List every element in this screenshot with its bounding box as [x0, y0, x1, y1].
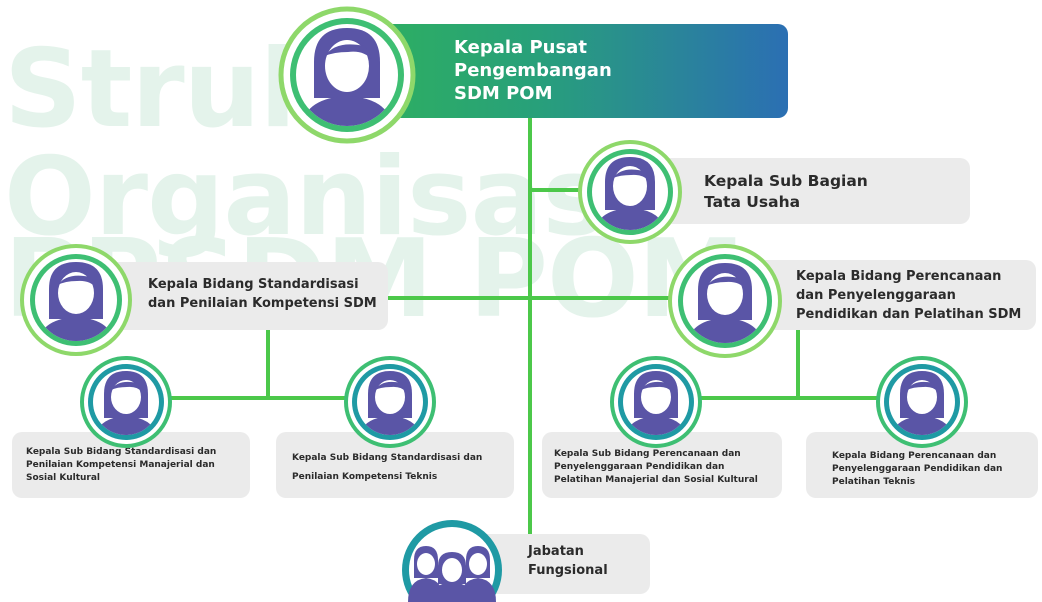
node-subbid-1-line-3: Sosial Kultural: [26, 473, 101, 483]
node-bidang-std-line-1: Kepala Bidang Standardisasi: [148, 277, 359, 292]
node-bidang-std-line-2: dan Penilaian Kompetensi SDM: [148, 296, 377, 311]
node-bidang-ren-line-2: dan Penyelenggaraan: [796, 288, 956, 303]
group-icon: [400, 518, 504, 602]
node-subbid-2-line-1: Kepala Sub Bidang Standardisasi dan: [292, 453, 483, 463]
node-subbid-3-line-3: Pelatihan Manajerial dan Sosial Kultural: [554, 475, 758, 485]
node-fungsional-line-1: Jabatan: [528, 544, 584, 559]
node-subbag-line-1: Kepala Sub Bagian: [704, 172, 868, 190]
node-subbid-1-line-2: Penilaian Kompetensi Manajerial dan: [26, 460, 215, 470]
node-subbag: Kepala Sub Bagian Tata Usaha: [632, 158, 970, 224]
person-icon: [344, 356, 436, 448]
node-bidang-ren-line-3: Pendidikan dan Pelatihan SDM: [796, 307, 1022, 322]
node-head-line-3: SDM POM: [454, 83, 553, 104]
person-icon: [80, 356, 172, 448]
node-subbid-4-line-2: Penyelenggaraan Pendidikan dan: [832, 464, 1003, 474]
node-subbid-1-line-1: Kepala Sub Bidang Standardisasi dan: [26, 447, 217, 457]
person-icon: [668, 244, 782, 358]
node-subbid-3-line-2: Penyelenggaraan Pendidikan dan: [554, 462, 725, 472]
node-subbid-4-line-3: Pelatihan Teknis: [832, 477, 916, 487]
person-icon: [20, 244, 132, 356]
person-icon: [876, 356, 968, 448]
node-subbag-line-2: Tata Usaha: [704, 193, 801, 211]
node-head-line-2: Pengembangan: [454, 60, 612, 81]
person-icon: [578, 140, 682, 244]
person-icon: [610, 356, 702, 448]
node-subbid-2-line-2: Penilaian Kompetensi Teknis: [292, 472, 438, 482]
node-bidang-ren-line-1: Kepala Bidang Perencanaan: [796, 269, 1002, 284]
node-fungsional-line-2: Fungsional: [528, 563, 608, 578]
person-icon: [278, 6, 416, 144]
node-subbid-4-line-1: Kepala Bidang Perencanaan dan: [832, 451, 997, 461]
node-subbid-3-line-1: Kepala Sub Bidang Perencanaan dan: [554, 449, 741, 459]
node-head-line-1: Kepala Pusat: [454, 37, 587, 58]
